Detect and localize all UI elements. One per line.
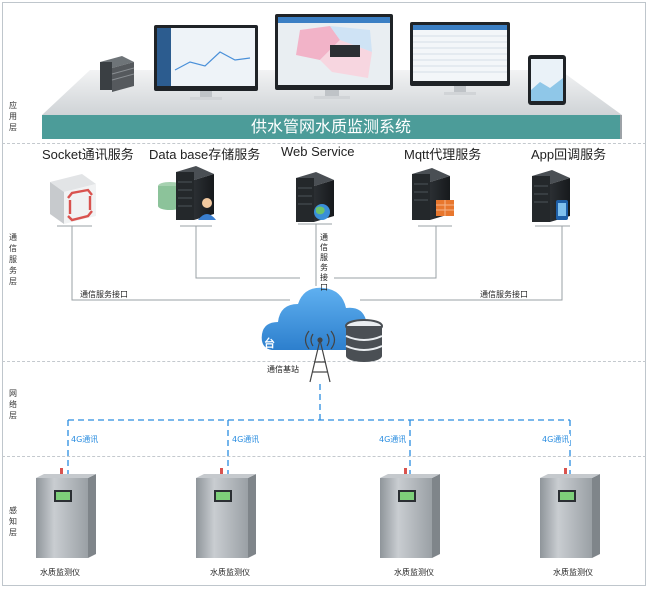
- socket-service-icon: [50, 174, 96, 224]
- service-label-app: App回调服务: [531, 147, 607, 162]
- monitor-icon: [154, 25, 258, 100]
- interface-label-right: 通信服务接口: [480, 290, 528, 299]
- database-service-icon: [158, 166, 216, 220]
- cloud-platform-icon: [261, 287, 383, 362]
- water-quality-monitor-icon: [540, 468, 600, 558]
- layer-label-perception: 感知层: [9, 506, 17, 537]
- water-quality-monitor-icon: [196, 468, 256, 558]
- service-label-database: Data base存储服务: [149, 147, 261, 162]
- layer-separator: [2, 143, 646, 144]
- app-service-icon: [532, 170, 570, 222]
- service-label-mqtt: Mqtt代理服务: [404, 147, 482, 162]
- layer-label-network: 网络层: [9, 389, 17, 420]
- web-service-icon: [296, 172, 334, 222]
- interface-label-center: 通信服务接口: [320, 233, 328, 292]
- water-quality-monitor-icon: [380, 468, 440, 558]
- 4g-link-label: 4G通讯: [378, 434, 408, 445]
- 4g-link-label: 4G通讯: [70, 434, 100, 445]
- monitor-icon: [410, 22, 510, 95]
- device-label: 水质监测仪: [394, 568, 434, 577]
- layer-label-communication: 通信服务层: [9, 233, 17, 286]
- tablet-icon: [528, 55, 566, 105]
- water-quality-monitor-icon: [36, 468, 96, 558]
- service-links: [57, 223, 570, 301]
- layer-separator: [2, 456, 646, 457]
- cloud-text: 台: [264, 337, 275, 350]
- rack-server-icon: [100, 56, 135, 92]
- service-label-socket: Socket通讯服务: [42, 147, 134, 162]
- base-station-label: 通信基站: [267, 365, 299, 374]
- 4g-network-links: [67, 384, 571, 474]
- monitor-icon: [275, 14, 393, 99]
- 4g-link-label: 4G通讯: [541, 434, 571, 445]
- device-label: 水质监测仪: [210, 568, 250, 577]
- base-station-icon: [304, 330, 336, 383]
- 4g-link-label: 4G通讯: [231, 434, 261, 445]
- system-title-banner: 供水管网水质监测系统: [42, 115, 620, 139]
- service-label-web: Web Service: [281, 144, 355, 159]
- device-label: 水质监测仪: [553, 568, 593, 577]
- layer-label-application: 应用层: [9, 101, 17, 132]
- mqtt-service-icon: [412, 168, 454, 220]
- interface-label-left: 通信服务接口: [80, 290, 128, 299]
- device-label: 水质监测仪: [40, 568, 80, 577]
